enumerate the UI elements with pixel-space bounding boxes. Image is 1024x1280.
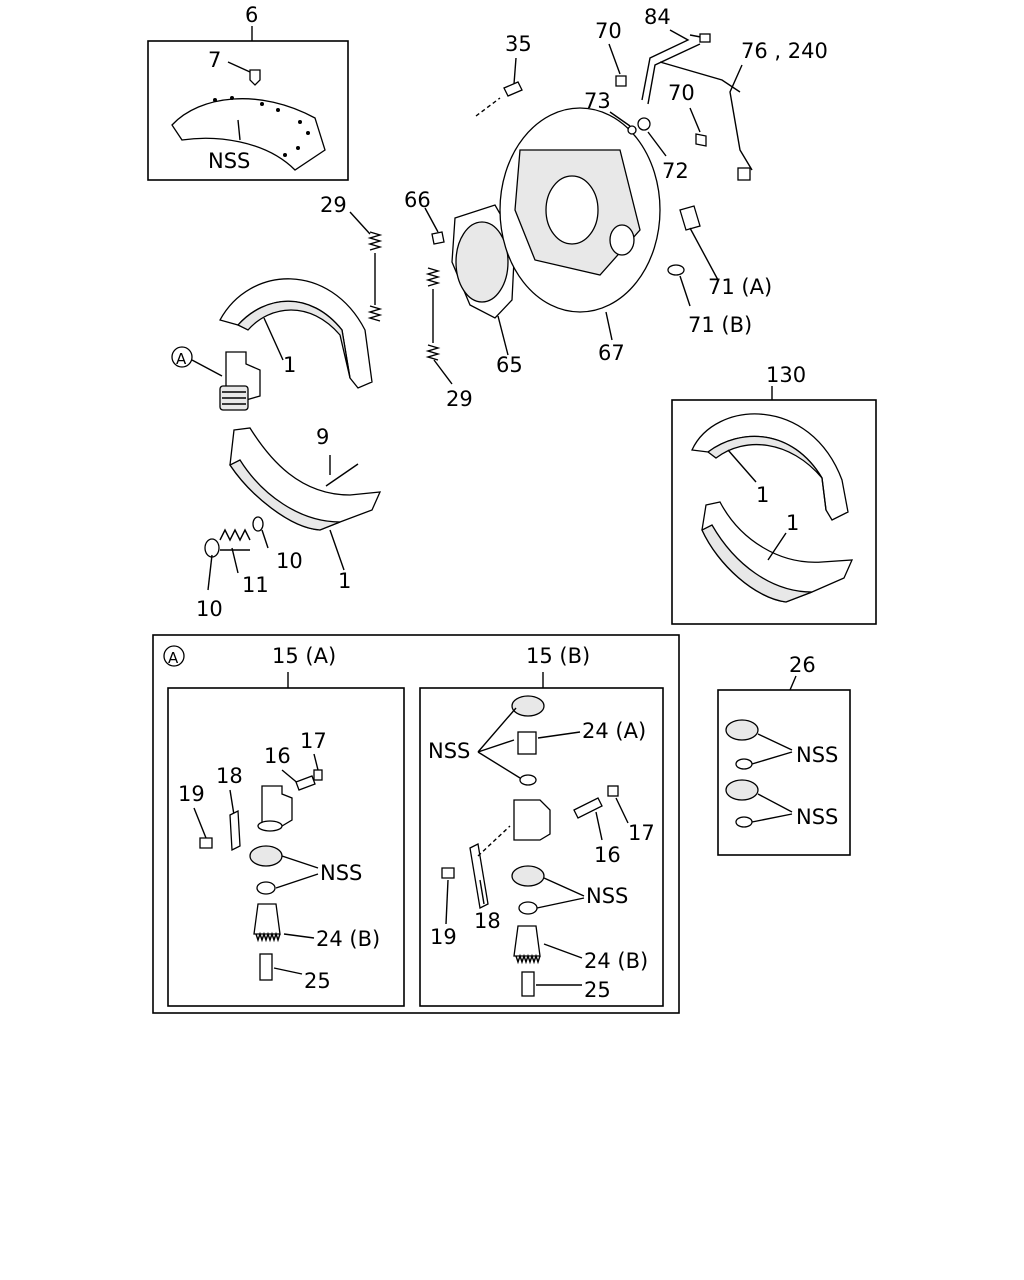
part-label-26: 26 — [789, 653, 816, 677]
part-label-84: 84 — [644, 5, 671, 29]
part-label-76-240: 76 , 240 — [741, 39, 828, 63]
part-label-a17: 17 — [300, 729, 327, 753]
part-label-67: 67 — [598, 341, 625, 365]
part-label-b19: 19 — [430, 925, 457, 949]
part-label-b24a: 24 (A) — [582, 719, 646, 743]
rivet-7-shape — [249, 69, 261, 86]
part-label-29a: 29 — [320, 193, 347, 217]
part-label-b25: 25 — [584, 978, 611, 1002]
nss-label-top: NSS — [208, 149, 250, 173]
part-label-73: 73 — [584, 89, 611, 113]
nss-label-a: NSS — [320, 861, 362, 885]
lining-rivet-holes — [213, 96, 310, 157]
shoe-kit-130-group: 130 1 1 — [671, 363, 877, 625]
part-label-65: 65 — [496, 353, 523, 377]
part-label-a24b: 24 (B) — [316, 927, 380, 951]
backing-plate-67: 35 67 — [475, 32, 661, 365]
part-label-10b: 10 — [196, 597, 223, 621]
nss-label-b1: NSS — [428, 739, 470, 763]
part-label-70b: 70 — [668, 81, 695, 105]
part-label-130: 130 — [766, 363, 806, 387]
callout-a-top-text: A — [176, 350, 187, 368]
part-label-72: 72 — [662, 159, 689, 183]
detail-box-15b — [419, 687, 664, 1007]
shoe-kit-130-box — [671, 399, 877, 625]
wheel-cylinder-top: A — [171, 346, 261, 411]
part-label-35: 35 — [505, 32, 532, 56]
callout-a-box-text: A — [168, 649, 179, 667]
part-label-b16: 16 — [594, 843, 621, 867]
lining-kit-box — [147, 40, 349, 181]
seal-kit-26-group: 26 NSS NSS — [717, 653, 851, 856]
wheel-cylinder-detail: A 15 (A) 17 16 18 19 NSS 24 (B) 25 15 (B… — [152, 634, 680, 1014]
part-label-a19: 19 — [178, 782, 205, 806]
part-label-10a: 10 — [276, 549, 303, 573]
part-label-1a: 1 — [283, 353, 296, 377]
part-label-11: 11 — [242, 573, 269, 597]
part-label-66: 66 — [404, 188, 431, 212]
return-spring-lower: 29 — [425, 267, 473, 411]
lining-kit-group: 6 7 NSS — [147, 3, 349, 181]
part-label-a25: 25 — [304, 969, 331, 993]
part-label-15a: 15 (A) — [272, 644, 336, 668]
nss-label-k1: NSS — [796, 743, 838, 767]
part-label-1b: 1 — [338, 569, 351, 593]
part-label-130-1b: 1 — [786, 511, 799, 535]
part-label-9: 9 — [316, 425, 329, 449]
nss-label-k2: NSS — [796, 805, 838, 829]
callout-circle-a-box — [163, 645, 185, 667]
part-label-15b: 15 (B) — [526, 644, 590, 668]
part-label-b24b: 24 (B) — [584, 949, 648, 973]
part-label-71a: 71 (A) — [708, 275, 772, 299]
bracket-71a-shape — [679, 205, 701, 231]
callout-circle-a-top — [171, 346, 193, 368]
part-label-b17: 17 — [628, 821, 655, 845]
plate-65-group: 66 65 — [404, 188, 523, 377]
part-label-71b: 71 (B) — [688, 313, 752, 337]
part-label-a16: 16 — [264, 744, 291, 768]
part-label-7: 7 — [208, 48, 221, 72]
part-label-a18: 18 — [216, 764, 243, 788]
nss-label-b2: NSS — [586, 884, 628, 908]
detail-box-15a — [167, 687, 405, 1007]
detail-outer-box — [152, 634, 680, 1014]
part-label-29b: 29 — [446, 387, 473, 411]
brake-shoe-upper: 1 — [219, 278, 373, 389]
brake-pipes-group: 70 84 76 , 240 70 73 72 71 (A) 71 (B) — [584, 5, 828, 337]
brake-shoe-lower: 9 1 10 11 10 — [196, 425, 382, 621]
part-label-70a: 70 — [595, 19, 622, 43]
part-label-130-1a: 1 — [756, 483, 769, 507]
part-label-b18: 18 — [474, 909, 501, 933]
return-spring-upper: 29 — [320, 193, 383, 322]
part-label-6: 6 — [245, 3, 258, 27]
seal-kit-26-box — [717, 689, 851, 856]
brake-lining-shape — [171, 98, 326, 171]
